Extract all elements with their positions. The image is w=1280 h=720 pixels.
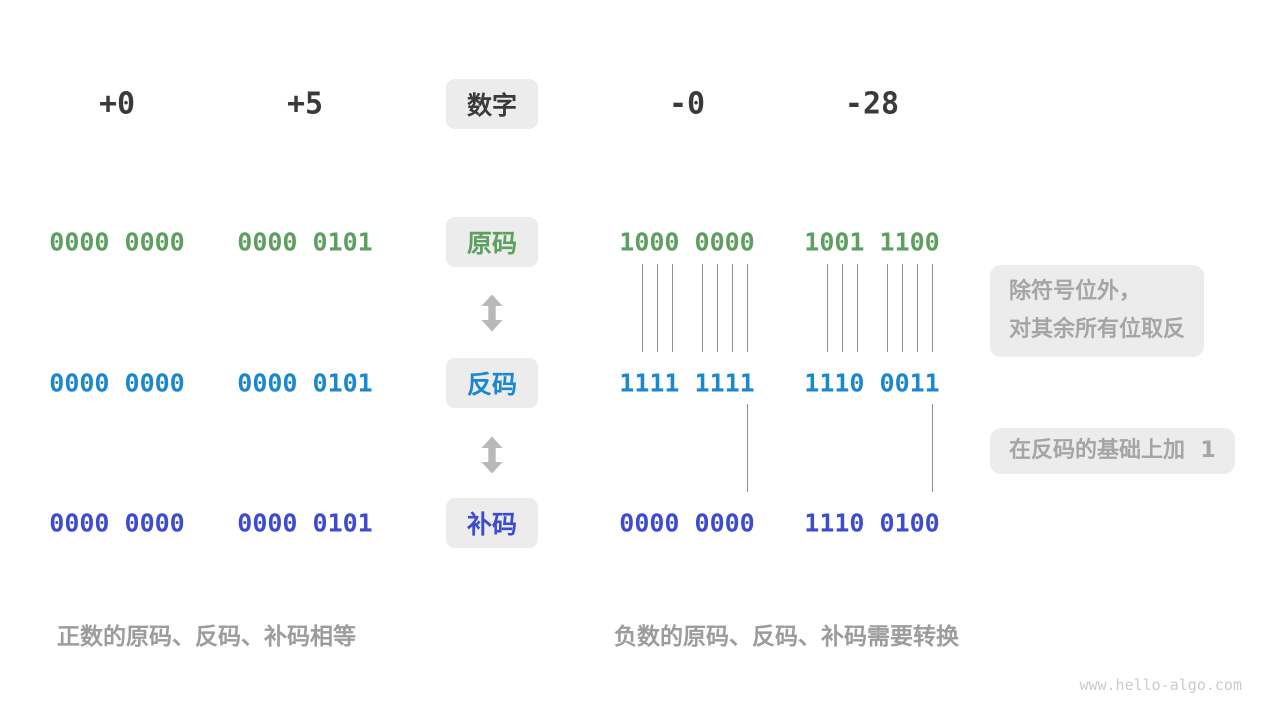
number-value: -0 bbox=[668, 86, 706, 122]
add-one-annotation-box: 在反码的基础上加 1 bbox=[990, 428, 1235, 474]
bit-connector-line bbox=[642, 264, 643, 352]
bit-connector-line bbox=[827, 264, 828, 352]
number-value: +0 bbox=[98, 86, 136, 122]
bit-connector-line bbox=[932, 264, 933, 352]
sign-magnitude-value: 0000 0101 bbox=[237, 227, 373, 257]
twos-complement-row-label: 补码 bbox=[445, 498, 539, 548]
invert-annotation-line1: 除符号位外， bbox=[1009, 279, 1142, 304]
invert-annotation-box: 除符号位外， 对其余所有位取反 bbox=[990, 265, 1205, 357]
ones-complement-value: 1110 0011 bbox=[804, 368, 940, 398]
bit-connector-line bbox=[857, 264, 858, 352]
watermark: www.hello-algo.com bbox=[1079, 676, 1242, 694]
carry-line bbox=[747, 404, 748, 492]
carry-line bbox=[932, 404, 933, 492]
bit-connector-line bbox=[702, 264, 703, 352]
ones-complement-row-label: 反码 bbox=[445, 358, 539, 408]
sign-magnitude-value: 0000 0000 bbox=[49, 227, 185, 257]
updown-arrow-icon bbox=[481, 294, 503, 332]
twos-complement-value: 1110 0100 bbox=[804, 508, 940, 538]
ones-complement-value: 1111 1111 bbox=[619, 368, 755, 398]
sign-magnitude-value: 1001 1100 bbox=[804, 227, 940, 257]
negative-numbers-caption: 负数的原码、反码、补码需要转换 bbox=[614, 624, 959, 650]
number-row-label: 数字 bbox=[445, 79, 539, 129]
sign-magnitude-row-label: 原码 bbox=[445, 217, 539, 267]
twos-complement-value: 0000 0000 bbox=[619, 508, 755, 538]
ones-complement-value: 0000 0101 bbox=[237, 368, 373, 398]
number-value: -28 bbox=[844, 86, 900, 122]
twos-complement-value: 0000 0000 bbox=[49, 508, 185, 538]
ones-complement-value: 0000 0000 bbox=[49, 368, 185, 398]
bit-connector-line bbox=[747, 264, 748, 352]
invert-annotation-line2: 对其余所有位取反 bbox=[1009, 317, 1186, 342]
bit-connector-line bbox=[657, 264, 658, 352]
bit-connector-line bbox=[887, 264, 888, 352]
number-value: +5 bbox=[286, 86, 324, 122]
bit-connector-line bbox=[902, 264, 903, 352]
bit-connector-line bbox=[842, 264, 843, 352]
positive-numbers-caption: 正数的原码、反码、补码相等 bbox=[57, 624, 356, 650]
bit-connector-line bbox=[917, 264, 918, 352]
bit-connector-line bbox=[672, 264, 673, 352]
twos-complement-value: 0000 0101 bbox=[237, 508, 373, 538]
bit-connector-line bbox=[717, 264, 718, 352]
bit-connector-line bbox=[732, 264, 733, 352]
updown-arrow-icon bbox=[481, 436, 503, 474]
sign-magnitude-value: 1000 0000 bbox=[619, 227, 755, 257]
